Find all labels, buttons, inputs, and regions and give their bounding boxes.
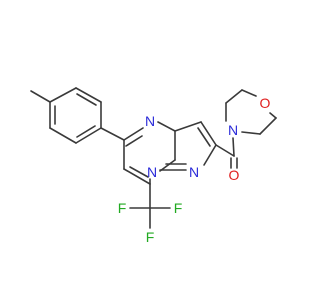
morpholine-bond <box>225 89 243 104</box>
morpholine-nitrogen-label: N <box>228 122 238 138</box>
morpholine-bond <box>259 117 277 135</box>
fluorine-left-label: F <box>118 200 127 216</box>
tolyl-double-bond <box>76 125 96 138</box>
carbonyl-link-bond <box>215 144 235 157</box>
pyrazole-bond <box>200 121 217 146</box>
morpholine-bond <box>269 112 277 119</box>
fluorine-right-label: F <box>174 200 183 216</box>
pyrimidine-nitrogen-label: N <box>145 113 155 129</box>
pyrimidine-double-bond <box>125 135 143 147</box>
bond-lines <box>30 87 277 229</box>
bridgehead-nitrogen-label: N <box>147 164 157 180</box>
atom-labels: N N N N O O F F F <box>118 95 271 245</box>
pyrazole-bond <box>174 121 202 132</box>
fluorine-top-label: F <box>146 229 155 245</box>
tolyl-bond <box>49 127 77 144</box>
pyrazole-nitrogen-label: N <box>189 164 199 180</box>
pyrimidine-bond <box>123 127 144 141</box>
tolyl-bond <box>75 127 102 144</box>
morpholine-oxygen-label: O <box>260 95 271 111</box>
molecule-structure-diagram: N N N N O O F F F <box>30 87 277 245</box>
tolyl-double-bond <box>76 93 97 106</box>
morpholine-bond <box>241 131 261 135</box>
pyrimidine-bond <box>123 168 151 185</box>
methyl-bond <box>30 90 51 103</box>
pyrazole-bond <box>203 144 217 166</box>
carbonyl-amide-bond <box>232 137 235 157</box>
pyrimidine-bond <box>159 159 176 172</box>
tolyl-bond <box>75 87 102 103</box>
tolyl-bond <box>49 87 77 103</box>
morpholine-bond <box>241 89 257 97</box>
carbonyl-oxygen-label: O <box>229 167 240 183</box>
aryl-link-bond <box>100 127 125 141</box>
pyrimidine-bond <box>157 121 176 132</box>
pyrimidine-double-bond <box>129 166 149 178</box>
pyrazole-double-bond <box>197 127 211 147</box>
